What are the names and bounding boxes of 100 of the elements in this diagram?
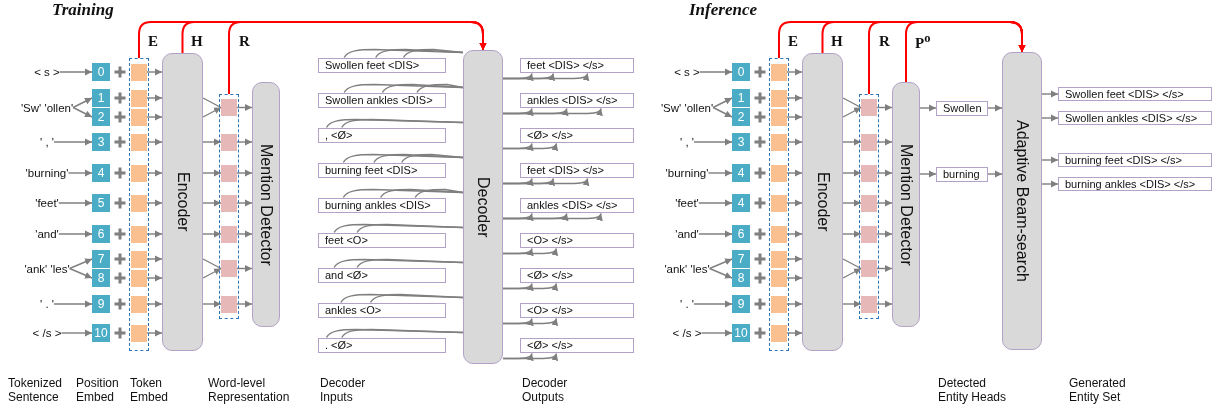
arrow — [146, 199, 163, 207]
arrow — [786, 300, 803, 308]
decoder-output-box: ankles <DIS> </s> — [520, 197, 634, 213]
word-representation-cell — [221, 225, 237, 243]
position-index: 4 — [732, 164, 750, 182]
token-embedding-cell — [771, 133, 787, 151]
arrow — [202, 97, 222, 118]
arrow — [786, 329, 803, 337]
position-index: 8 — [732, 269, 750, 287]
arrow — [698, 230, 733, 238]
panel-title: Training — [52, 0, 114, 20]
decoder-input-box: burning feet <DIS> — [318, 162, 446, 178]
entity-output-box: Swollen ankles <DIS> </s> — [1058, 111, 1212, 125]
arrow — [236, 138, 253, 146]
position-index: 4 — [732, 194, 750, 212]
decoder-output-box: <Ø> </s> — [520, 337, 634, 353]
token-embedding-cell — [771, 89, 787, 107]
arrow — [53, 138, 93, 146]
token-embedding-cell — [131, 250, 147, 268]
connector-line — [369, 293, 464, 304]
arrow — [228, 21, 487, 95]
position-index: 4 — [92, 164, 110, 182]
decoder-input-box: . <Ø> — [318, 337, 446, 353]
arrow — [202, 300, 222, 308]
token-embedding-cell — [131, 225, 147, 243]
word-representation-cell — [221, 260, 237, 277]
token-text: < /s > — [32, 326, 62, 340]
arrow — [786, 230, 803, 238]
arrow — [202, 199, 222, 207]
variable-label: R — [879, 33, 890, 50]
arrow — [842, 169, 862, 177]
token-text: ' . ' — [680, 297, 694, 311]
token-embedding-cell — [771, 164, 787, 182]
token-embedding-cell — [131, 108, 147, 126]
arrow — [236, 169, 253, 177]
arrow — [987, 170, 1003, 178]
entity-head-box: Swollen — [936, 100, 988, 116]
arrow — [502, 317, 558, 327]
decoder-input-box: ankles <O> — [318, 302, 446, 318]
arrow — [693, 138, 733, 146]
word-representation-cell — [861, 295, 877, 313]
decoder-output-box: <Ø> </s> — [520, 267, 634, 283]
arrow — [236, 300, 253, 308]
arrow — [502, 352, 558, 362]
decoder-input-box: Swollen ankles <DIS> — [318, 92, 446, 108]
entity-output-box: burning ankles <DIS> </s> — [1058, 177, 1212, 191]
token-text: 'ank' 'les' — [664, 261, 710, 276]
arrow — [68, 267, 93, 279]
embedding-column — [769, 58, 789, 351]
arrow — [842, 199, 862, 207]
arrow — [786, 255, 803, 263]
connector-line — [414, 188, 464, 199]
column-caption: Tokenized Sentence — [8, 376, 64, 404]
decoder-input-box: feet <O> — [318, 232, 446, 248]
arrow — [876, 300, 893, 308]
arrow — [53, 300, 93, 308]
arrow — [146, 300, 163, 308]
token-text: 'burning' — [665, 166, 709, 180]
encoder-block: Encoder — [162, 53, 203, 351]
arrow — [712, 97, 733, 109]
column-caption: Decoder Inputs — [320, 376, 367, 404]
arrow — [146, 329, 163, 337]
arrow — [60, 329, 93, 337]
position-index: 7 — [92, 250, 110, 268]
variable-label: H — [831, 33, 843, 50]
representation-column — [219, 94, 239, 319]
position-index: 8 — [92, 269, 110, 287]
word-representation-cell — [221, 164, 237, 182]
arrow — [987, 104, 1003, 112]
arrow — [1041, 156, 1059, 164]
arrow — [146, 113, 163, 121]
beam-search-block: Adaptive Beam-search — [1002, 52, 1042, 350]
arrow — [236, 104, 253, 111]
token-embedding-cell — [131, 63, 147, 81]
column-caption: Position Embed — [76, 376, 120, 404]
arrow — [698, 199, 733, 207]
variable-label: P$^{o}$ — [915, 31, 931, 52]
decoder-output-box: <O> </s> — [520, 232, 634, 248]
arrow — [919, 170, 937, 178]
arrow — [67, 169, 93, 177]
decoder-input-box: , <Ø> — [318, 127, 446, 143]
decoder-block: Decoder — [463, 50, 503, 364]
position-index: 10 — [732, 324, 750, 342]
arrow — [786, 68, 803, 76]
token-text: ' , ' — [40, 135, 54, 149]
token-embedding-cell — [771, 108, 787, 126]
arrow — [876, 104, 893, 111]
word-representation-cell — [221, 194, 237, 212]
position-index: 7 — [732, 250, 750, 268]
token-text: 'ank' 'les' — [24, 261, 70, 276]
arrow — [202, 258, 222, 279]
connector-line — [356, 258, 464, 269]
connector-line — [401, 153, 464, 164]
column-caption: Generated Entity Set — [1069, 376, 1127, 404]
token-text: 'feet' — [35, 196, 59, 210]
decoder-input-box: burning ankles <DIS> — [318, 197, 446, 213]
variable-label: E — [148, 33, 158, 50]
arrow — [146, 94, 163, 102]
arrow — [146, 68, 163, 76]
arrow — [905, 21, 1026, 83]
